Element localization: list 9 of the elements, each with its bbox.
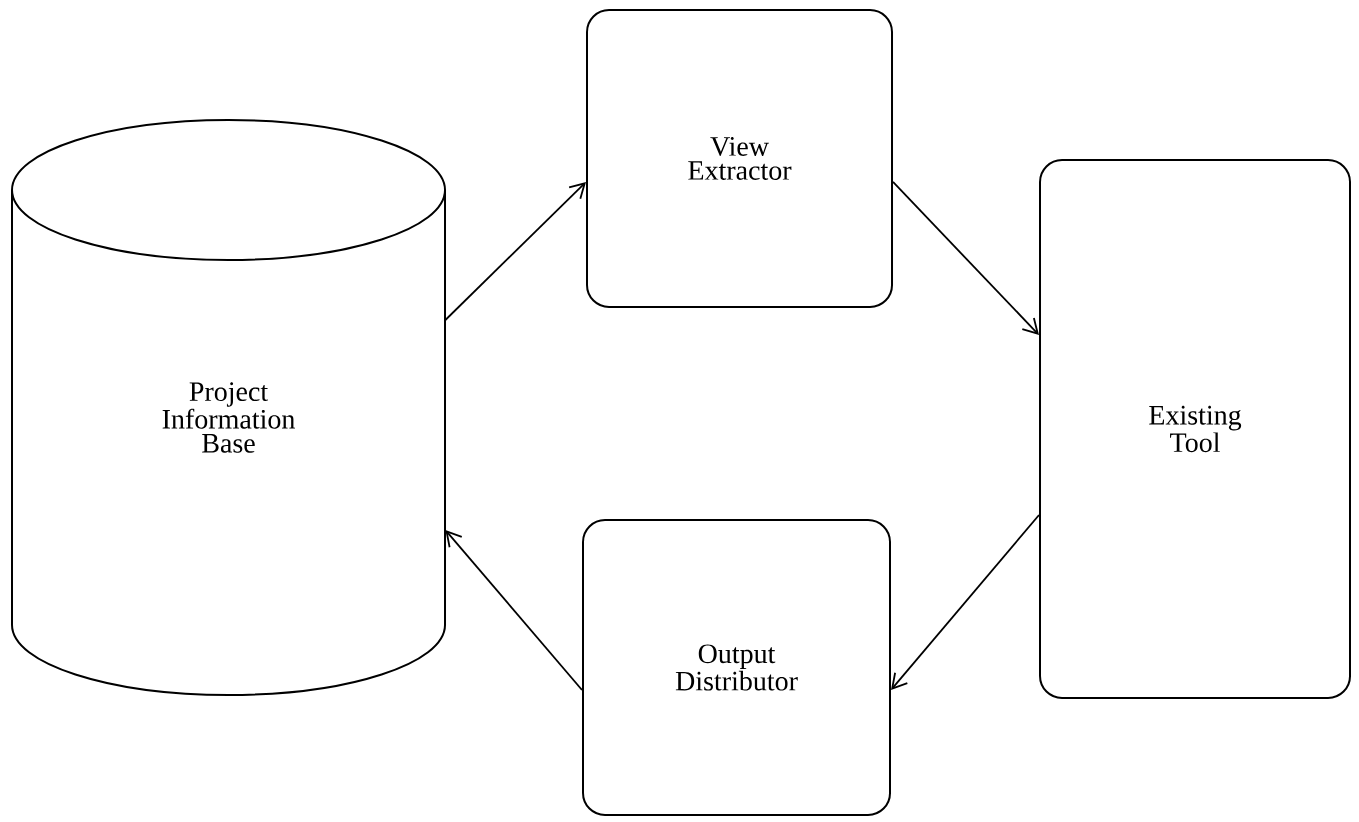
arrow — [892, 181, 1039, 335]
arrow — [891, 514, 1040, 690]
process-box: Output Distributor — [582, 519, 891, 816]
process-box: View Extractor — [586, 9, 893, 308]
arrow — [444, 182, 586, 321]
arrow — [445, 530, 583, 691]
node-label: Project Information Base — [162, 382, 295, 453]
cylinder: Project Information Base — [11, 119, 446, 696]
process-box: Existing Tool — [1039, 159, 1351, 699]
